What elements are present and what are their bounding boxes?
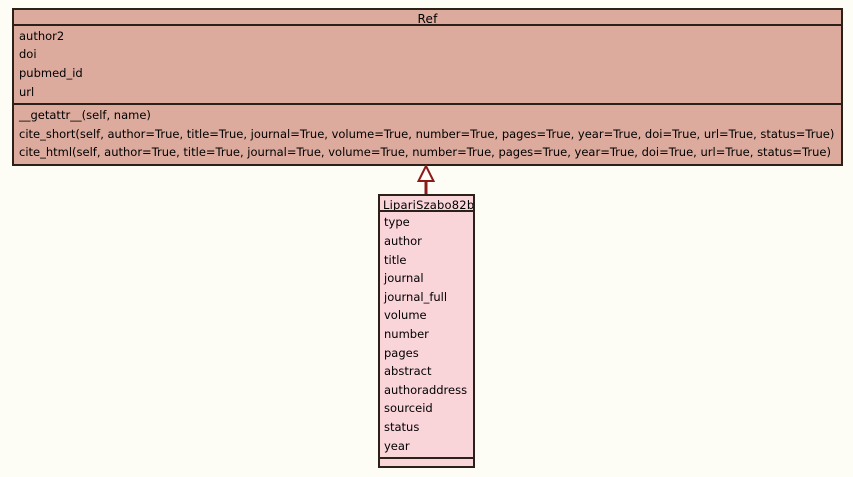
attribute-row: year bbox=[384, 438, 410, 453]
method-row: cite_short(self, author=True, title=True… bbox=[19, 126, 835, 141]
attribute-row: journal_full bbox=[384, 289, 448, 304]
attribute-row: journal bbox=[384, 271, 424, 286]
attribute-row: number bbox=[384, 327, 429, 341]
method-row: cite_html(self, author=True, title=True,… bbox=[19, 145, 831, 160]
attributes-compartment-ref: author2 doi pubmed_id url bbox=[14, 26, 841, 103]
attribute-row: author2 bbox=[19, 28, 65, 43]
attribute-row: title bbox=[384, 252, 407, 267]
methods-compartment-liparisszabo82b bbox=[380, 457, 473, 466]
class-name-ref: Ref bbox=[14, 10, 841, 26]
class-name-liparisszabo82b: LipariSzabo82b bbox=[380, 196, 473, 213]
attribute-row: abstract bbox=[384, 364, 432, 379]
method-row: __getattr__(self, name) bbox=[19, 108, 151, 123]
attribute-row: url bbox=[19, 84, 35, 99]
attribute-row: status bbox=[384, 419, 420, 434]
attribute-row: sourceid bbox=[384, 401, 433, 416]
attribute-row: doi bbox=[19, 47, 37, 62]
attribute-row: authoraddress bbox=[384, 382, 468, 397]
attribute-row: author bbox=[384, 234, 422, 249]
attribute-row: volume bbox=[384, 308, 427, 323]
attribute-row: type bbox=[384, 215, 410, 230]
class-box-liparisszabo82b[interactable]: LipariSzabo82b type author title journal… bbox=[378, 194, 475, 468]
generalization-arrow-icon bbox=[416, 164, 436, 198]
attributes-compartment-liparisszabo82b: type author title journal journal_full v… bbox=[380, 212, 473, 457]
methods-compartment-ref: __getattr__(self, name) cite_short(self,… bbox=[14, 103, 841, 164]
class-box-ref[interactable]: Ref author2 doi pubmed_id url __getattr_… bbox=[12, 8, 843, 166]
attribute-row: pubmed_id bbox=[19, 66, 83, 81]
attribute-row: pages bbox=[384, 345, 419, 360]
